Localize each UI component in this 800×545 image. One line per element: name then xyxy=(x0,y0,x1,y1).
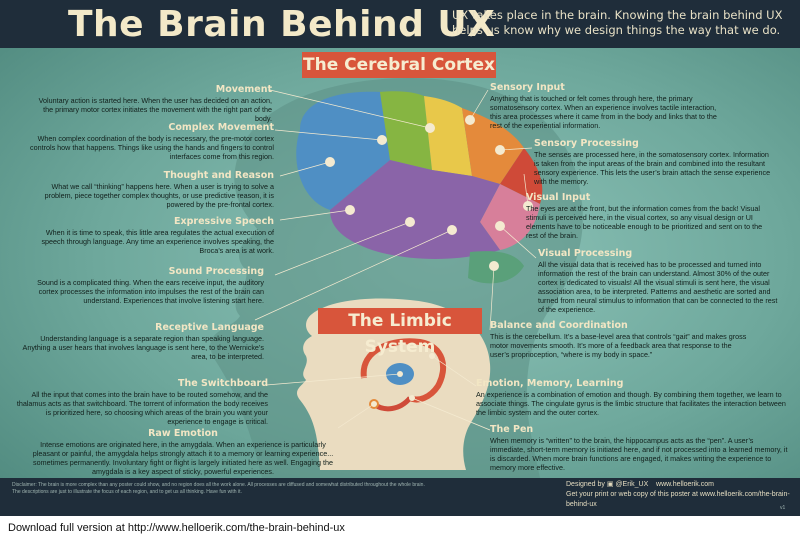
section-the-pen: The Pen When memory is “written” to the … xyxy=(490,424,790,472)
section-movement: Movement Voluntary action is started her… xyxy=(28,84,272,123)
section-complex-movement: Complex Movement When complex coordinati… xyxy=(30,122,274,161)
leader-lines xyxy=(254,89,537,431)
section-title: Emotion, Memory, Learning xyxy=(476,378,624,389)
section-text: When it is time to speak, this little ar… xyxy=(41,228,274,255)
cerebral-cortex-diagram xyxy=(296,91,543,284)
section-text: What we call “thinking” happens here. Wh… xyxy=(44,182,274,209)
section-title: The Pen xyxy=(490,424,534,435)
brain-illustration xyxy=(210,78,583,478)
section-switchboard: The Switchboard All the input that comes… xyxy=(16,378,268,426)
section-title: Sensory Input xyxy=(490,82,565,93)
footer-band xyxy=(0,478,800,516)
section-visual-processing: Visual Processing All the visual data th… xyxy=(538,248,782,314)
parietal-region xyxy=(500,148,543,204)
section-title: Expressive Speech xyxy=(174,216,274,227)
section-title: Movement xyxy=(215,84,272,95)
occipital-region xyxy=(480,184,540,250)
section-text: When memory is “written” to the brain, t… xyxy=(490,436,788,472)
designed-by-label: Designed by xyxy=(566,481,605,488)
section-text: This is the cerebellum. It’s a base-leve… xyxy=(490,332,747,359)
website-link[interactable]: www.helloerik.com xyxy=(656,481,714,488)
section-title: Thought and Reason xyxy=(163,170,274,181)
section-title: Visual Processing xyxy=(538,248,633,259)
section-title: Balance and Coordination xyxy=(490,320,628,331)
section-sound-processing: Sound Processing Sound is a complicated … xyxy=(20,266,264,305)
section-emotion-memory-learning: Emotion, Memory, Learning An experience … xyxy=(476,378,786,417)
section-text: The senses are processed here, in the so… xyxy=(534,150,771,186)
header-band xyxy=(0,0,800,48)
section-thought-reason: Thought and Reason What we call “thinkin… xyxy=(30,170,274,209)
frontal-lobe-region xyxy=(296,91,390,210)
print-note: Get your print or web copy of this poste… xyxy=(566,491,790,508)
cingulate-gyrus xyxy=(360,338,447,403)
page-subtitle: UX takes place in the brain. Knowing the… xyxy=(452,8,783,37)
download-caption-link[interactable]: Download full version at http://www.hell… xyxy=(8,522,345,534)
twitter-handle-link[interactable]: @Erik_UX xyxy=(615,481,649,488)
credits: Designed by ▣ @Erik_UX www.helloerik.com… xyxy=(566,480,792,510)
disclaimer-text: Disclaimer: The brain is more complex th… xyxy=(12,482,425,495)
section-text: An experience is a combination of emotio… xyxy=(476,390,786,417)
section-text: When complex coordination of the body is… xyxy=(30,134,274,161)
section-receptive-language: Receptive Language Understanding languag… xyxy=(20,322,264,361)
section-title: Receptive Language xyxy=(155,322,264,333)
premotor-region xyxy=(380,91,432,170)
section-text: All the input that comes into the brain … xyxy=(16,390,268,426)
section-title: The Switchboard xyxy=(177,378,268,389)
section-expressive-speech: Expressive Speech When it is time to spe… xyxy=(30,216,274,255)
version-label: v1 xyxy=(780,505,786,511)
section-title: Complex Movement xyxy=(168,122,274,133)
motor-region xyxy=(424,96,472,176)
section-sensory-input: Sensory Input Anything that is touched o… xyxy=(490,82,720,130)
cerebral-cortex-banner: The Cerebral Cortex xyxy=(290,52,508,79)
temporal-region xyxy=(330,160,500,259)
section-sensory-processing: Sensory Processing The senses are proces… xyxy=(534,138,774,186)
section-title: Raw Emotion xyxy=(148,428,218,439)
page-title: The Brain Behind UX xyxy=(68,4,496,45)
sensory-region xyxy=(462,108,524,184)
twitter-icon: ▣ xyxy=(606,481,614,488)
section-title: Sensory Processing xyxy=(534,138,639,149)
section-text: Intense emotions are originated here, in… xyxy=(32,440,334,476)
section-text: The eyes are at the front, but the infor… xyxy=(526,204,763,240)
section-title: Sound Processing xyxy=(168,266,264,277)
section-raw-emotion: Raw Emotion Intense emotions are origina… xyxy=(28,428,338,476)
section-text: All the visual data that is received has… xyxy=(538,260,778,314)
section-text: Sound is a complicated thing. When the e… xyxy=(37,278,264,305)
limbic-head-outline xyxy=(296,298,491,470)
section-visual-input: Visual Input The eyes are at the front, … xyxy=(526,192,766,240)
section-text: Voluntary action is started here. When t… xyxy=(38,96,272,123)
section-text: Anything that is touched or felt comes t… xyxy=(490,94,717,130)
section-title: Visual Input xyxy=(526,192,591,203)
section-text: Understanding language is a separate reg… xyxy=(22,334,264,361)
infographic-poster: The Brain Behind UX UX takes place in th… xyxy=(0,0,800,516)
limbic-system-banner: The Limbic System xyxy=(306,308,494,357)
section-balance-coordination: Balance and Coordination This is the cer… xyxy=(490,320,750,359)
